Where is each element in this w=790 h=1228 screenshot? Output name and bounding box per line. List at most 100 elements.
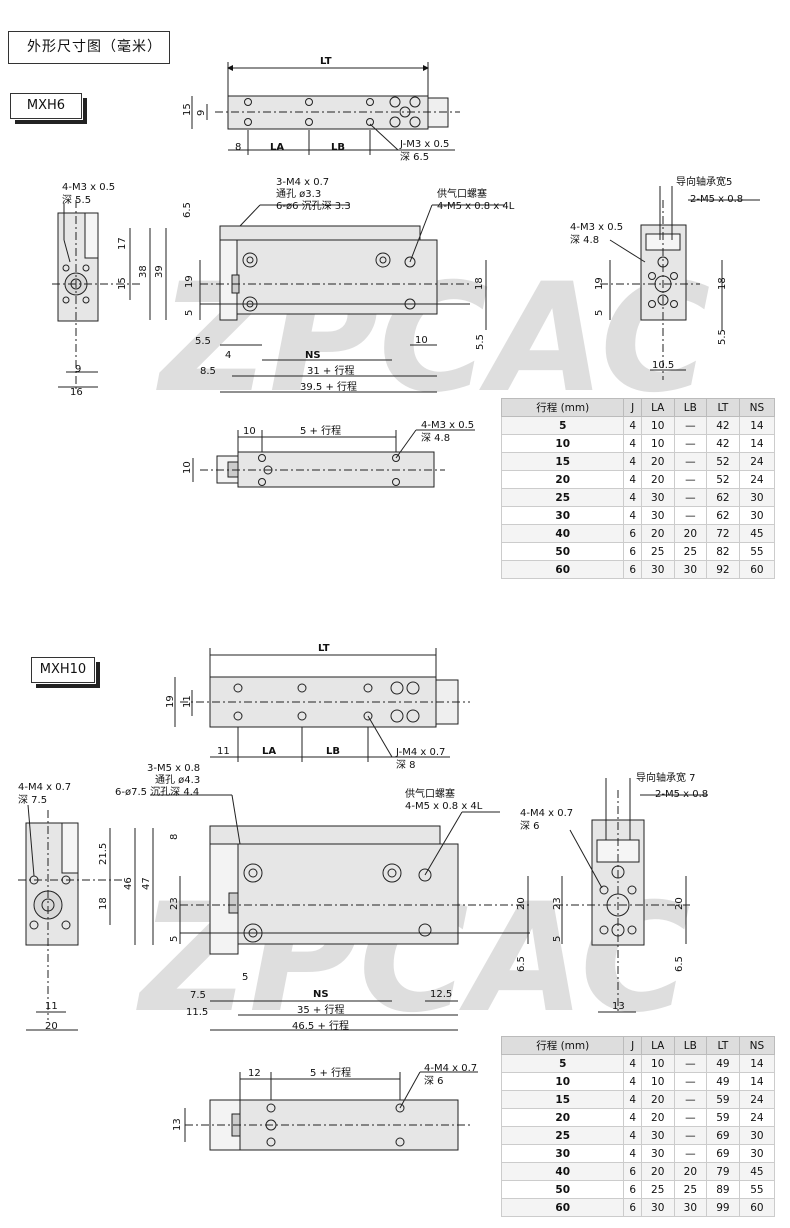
dim-label: 9 [75,364,81,375]
dim-label: 5.5 [717,329,728,345]
table-cell: 52 [706,452,740,471]
dim-label: 5 [552,936,563,942]
callout-text: 供气口螺塞 [437,187,487,200]
dim-ns: NS [313,989,329,1000]
table-cell: 25 [500,1126,625,1145]
table-cell: 20 [500,1108,625,1127]
dim-label: 47 [141,877,152,890]
callout-thread: 2-M5 x 0.8 [690,194,743,205]
table-cell: 4 [623,506,642,525]
dim-lt: LT [318,643,330,654]
table-cell: 42 [706,434,740,453]
table-cell: 6 [623,542,642,561]
dim-label: 9 [196,110,207,116]
dim-lb: LB [331,142,345,153]
table-cell: 69 [706,1126,740,1145]
table-cell: 10 [640,434,675,453]
table-cell: 30 [640,1126,675,1145]
dim-label: 13 [172,1118,183,1131]
table-cell: — [673,1072,708,1091]
table-cell: 30 [500,1144,625,1163]
table-cell: 4 [623,1072,642,1091]
dim-label: 12 [248,1068,261,1079]
dim-label: 21.5 [98,843,109,865]
table-cell: 5 [500,1054,625,1073]
table-cell: 62 [706,506,740,525]
dim-label: 4 [225,350,231,361]
table-cell: — [673,470,708,489]
table-cell: 60 [738,560,776,579]
dim-label: 5.5 [475,334,486,350]
dim-label: 8 [169,834,180,840]
mxh10-right-view [555,778,708,1013]
table-cell: — [673,506,708,525]
dim-label: 18 [98,897,109,910]
table-cell: 6 [623,1180,642,1199]
dim-label: 7.5 [190,990,206,1001]
table-cell: 4 [623,470,642,489]
table-cell: 50 [500,1180,625,1199]
table-cell: 62 [706,488,740,507]
table-cell: 30 [738,506,776,525]
table-cell: 14 [738,416,776,435]
dim-label: 5 + 行程 [310,1066,351,1079]
dim-label: 38 [138,265,149,278]
table-cell: 30 [738,1144,776,1163]
callout-thread: J-M4 x 0.7 [395,747,445,758]
callout-thread: 4-M3 x 0.5 [421,420,474,431]
table-cell: 24 [738,1090,776,1109]
table-cell: 4 [623,1054,642,1073]
table-cell: 6 [623,1198,642,1217]
dim-label: 17 [117,237,128,250]
dim-label: 11.5 [186,1007,208,1018]
table-cell: — [673,452,708,471]
table-cell: 6 [623,524,642,543]
callout-depth: 深 5.5 [62,194,91,206]
dim-label: 20 [516,897,527,910]
dim-label: 11 [217,746,230,757]
dim-label: 6.5 [516,956,527,972]
table-cell: 4 [623,452,642,471]
table-cell: 45 [738,1162,776,1181]
dim-label: 10.5 [652,360,674,371]
column-header: LA [640,1036,675,1055]
table-cell: 25 [673,542,708,561]
mxh10-left-view [18,804,154,1031]
callout-thread: 4-M4 x 0.7 [520,808,573,819]
table-cell: 5 [500,416,625,435]
dim-label: 11 [45,1001,58,1012]
dim-label: 5 [184,310,195,316]
column-header: 行程 (mm) [500,398,625,417]
model-tag-mxh6: MXH6 [10,93,87,124]
callout-thread: 4-M3 x 0.5 [570,222,623,233]
dim-ns: NS [305,350,321,361]
dim-lb: LB [326,746,340,757]
mxh10-top-view [174,648,470,762]
table-cell: 60 [738,1198,776,1217]
dim-label: 46 [123,877,134,890]
table-cell: 20 [640,452,675,471]
dim-label: 5.5 [195,336,211,347]
table-cell: 30 [640,506,675,525]
column-header: LT [706,1036,740,1055]
mxh6-left-view [52,200,167,390]
table-cell: 99 [706,1198,740,1217]
dim-label: 35 + 行程 [297,1003,344,1016]
table-cell: — [673,1090,708,1109]
table-cell: — [673,416,708,435]
table-cell: 24 [738,1108,776,1127]
dim-label: 20 [674,897,685,910]
table-cell: 79 [706,1162,740,1181]
dim-label: 23 [552,897,563,910]
table-cell: 14 [738,1072,776,1091]
table-cell: 50 [500,542,625,561]
dim-label: 19 [184,275,195,288]
